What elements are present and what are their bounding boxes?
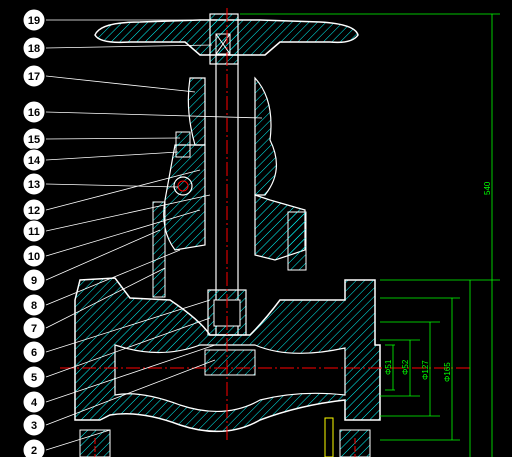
callout-8: 8 [22,293,46,317]
callout-circle [22,316,46,340]
centerlines [60,8,470,457]
callout-label: 4 [31,397,38,409]
callout-label: 6 [31,347,37,359]
callout-12: 12 [22,198,46,222]
callout-label: 16 [28,107,40,119]
callout-10: 10 [22,244,46,268]
callout-circle [22,36,46,60]
callout-11: 11 [22,219,46,243]
callout-label: 9 [31,275,37,287]
callout-leaders [45,19,263,451]
callout-label: 2 [31,445,37,457]
callout-label: 15 [28,134,40,146]
callout-circle [22,438,46,457]
callout-circle [22,413,46,437]
callout-label: 8 [31,300,37,312]
callout-circle [22,340,46,364]
callout-label: 13 [28,179,40,191]
dim-d2: Φ52 [401,359,410,375]
callout-circle [22,219,46,243]
callout-15: 15 [22,127,46,151]
callout-balloons: 19 18 17 16 15 14 13 12 11 10 9 8 7 6 5 4 3 2 [22,8,46,457]
callout-label: 17 [28,71,40,83]
dim-overall-height: 540 [483,181,492,195]
dim-d1: Φ51 [384,359,393,375]
callout-5: 5 [22,365,46,389]
callout-circle [22,390,46,414]
callout-label: 19 [28,15,40,27]
callout-circle [22,365,46,389]
callout-circle [22,172,46,196]
callout-label: 12 [28,205,40,217]
callout-7: 7 [22,316,46,340]
callout-16: 16 [22,100,46,124]
callout-3: 3 [22,413,46,437]
callout-14: 14 [22,148,46,172]
dimension-labels: 540 Φ51 Φ52 Φ127 Φ165 [384,181,492,382]
dim-d3: Φ127 [421,360,430,380]
callout-label: 7 [31,323,37,335]
dim-d4: Φ165 [443,362,452,382]
callout-label: 10 [28,251,40,263]
callout-circle [22,268,46,292]
callout-label: 11 [28,226,40,238]
callout-label: 3 [31,420,37,432]
callout-label: 5 [31,372,37,384]
callout-circle [22,64,46,88]
callout-9: 9 [22,268,46,292]
callout-circle [22,100,46,124]
callout-2: 2 [22,438,46,457]
callout-18: 18 [22,36,46,60]
callout-19: 19 [22,8,46,32]
callout-circle [22,244,46,268]
callout-label: 18 [28,43,40,55]
bonnet-yoke [163,76,307,271]
callout-4: 4 [22,390,46,414]
callout-label: 14 [28,155,41,167]
callout-6: 6 [22,340,46,364]
callout-17: 17 [22,64,46,88]
callout-circle [22,148,46,172]
callout-13: 13 [22,172,46,196]
valve-body [74,277,381,457]
callout-circle [22,8,46,32]
dimension-lines [240,13,500,457]
callout-circle [22,293,46,317]
